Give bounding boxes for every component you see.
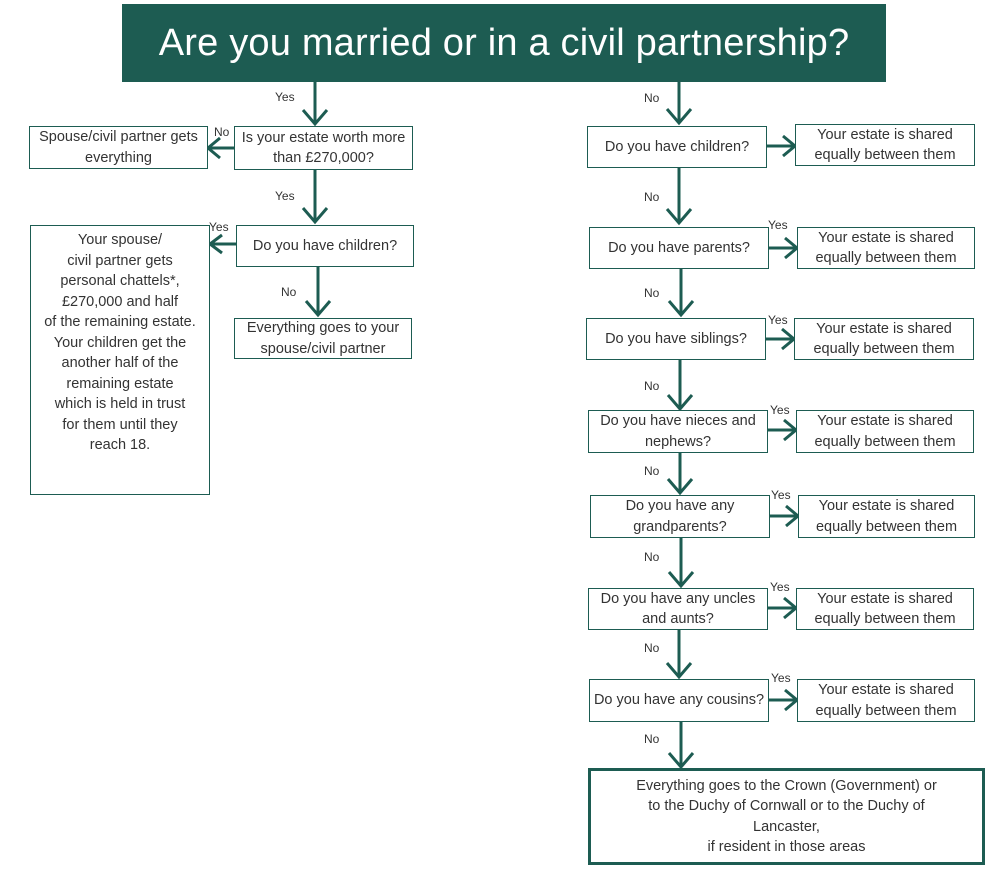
everything-to-spouse-box: Everything goes to your spouse/civil par… xyxy=(234,318,412,359)
shared-outcome-box: Your estate is shared equally between th… xyxy=(798,495,975,538)
shared-outcome-box: Your estate is shared equally between th… xyxy=(796,410,974,453)
arrowhead xyxy=(665,108,693,126)
label-no: No xyxy=(644,190,660,204)
shared-outcome-box: Your estate is shared equally between th… xyxy=(794,318,974,360)
shared-outcome-box: Your estate is shared equally between th… xyxy=(796,588,974,630)
arrowhead xyxy=(666,478,694,496)
spouse-gets-everything-box: Spouse/civil partner gets everything xyxy=(29,126,208,169)
question-parents-box: Do you have parents? xyxy=(589,227,769,269)
shared-outcome-box: Your estate is shared equally between th… xyxy=(797,679,975,722)
question-children-box: Do you have children? xyxy=(587,126,767,168)
arrowhead xyxy=(304,300,332,318)
arrowhead xyxy=(667,300,695,318)
label-yes: Yes xyxy=(275,189,295,203)
label-no: No xyxy=(214,125,230,139)
label-no: No xyxy=(644,550,660,564)
label-yes: Yes xyxy=(770,403,790,417)
label-no: No xyxy=(281,285,297,299)
label-yes: Yes xyxy=(209,220,229,234)
label-yes: Yes xyxy=(275,90,295,104)
label-no: No xyxy=(644,641,660,655)
married-children-question-box: Do you have children? xyxy=(236,225,414,267)
question-uncles-aunts-box: Do you have any uncles and aunts? xyxy=(588,588,768,630)
question-siblings-box: Do you have siblings? xyxy=(586,318,766,360)
arrowhead xyxy=(207,233,223,255)
question-cousins-box: Do you have any cousins? xyxy=(589,679,769,722)
arrowhead xyxy=(667,752,695,770)
label-no: No xyxy=(644,732,660,746)
label-no: No xyxy=(644,286,660,300)
arrowhead xyxy=(301,109,329,127)
arrowhead xyxy=(667,571,695,589)
label-yes: Yes xyxy=(771,671,791,685)
question-grandparents-box: Do you have any grandparents? xyxy=(590,495,770,538)
label-yes: Yes xyxy=(771,488,791,502)
question-nieces-nephews-box: Do you have nieces and nephews? xyxy=(588,410,768,453)
arrowhead xyxy=(665,208,693,226)
crown-outcome-box: Everything goes to the Crown (Government… xyxy=(588,768,985,865)
shared-outcome-box: Your estate is shared equally between th… xyxy=(795,124,975,166)
page-title: Are you married or in a civil partnershi… xyxy=(122,4,886,82)
spouse-and-children-box: Your spouse/ civil partner gets personal… xyxy=(30,225,210,495)
estate-question-box: Is your estate worth more than £270,000? xyxy=(234,126,413,170)
arrowhead xyxy=(205,136,221,160)
label-no: No xyxy=(644,91,660,105)
label-yes: Yes xyxy=(768,218,788,232)
shared-outcome-box: Your estate is shared equally between th… xyxy=(797,227,975,269)
label-no: No xyxy=(644,379,660,393)
arrowhead xyxy=(665,662,693,680)
arrowhead xyxy=(666,394,694,412)
label-yes: Yes xyxy=(768,313,788,327)
label-yes: Yes xyxy=(770,580,790,594)
arrowhead xyxy=(301,207,329,225)
label-no: No xyxy=(644,464,660,478)
